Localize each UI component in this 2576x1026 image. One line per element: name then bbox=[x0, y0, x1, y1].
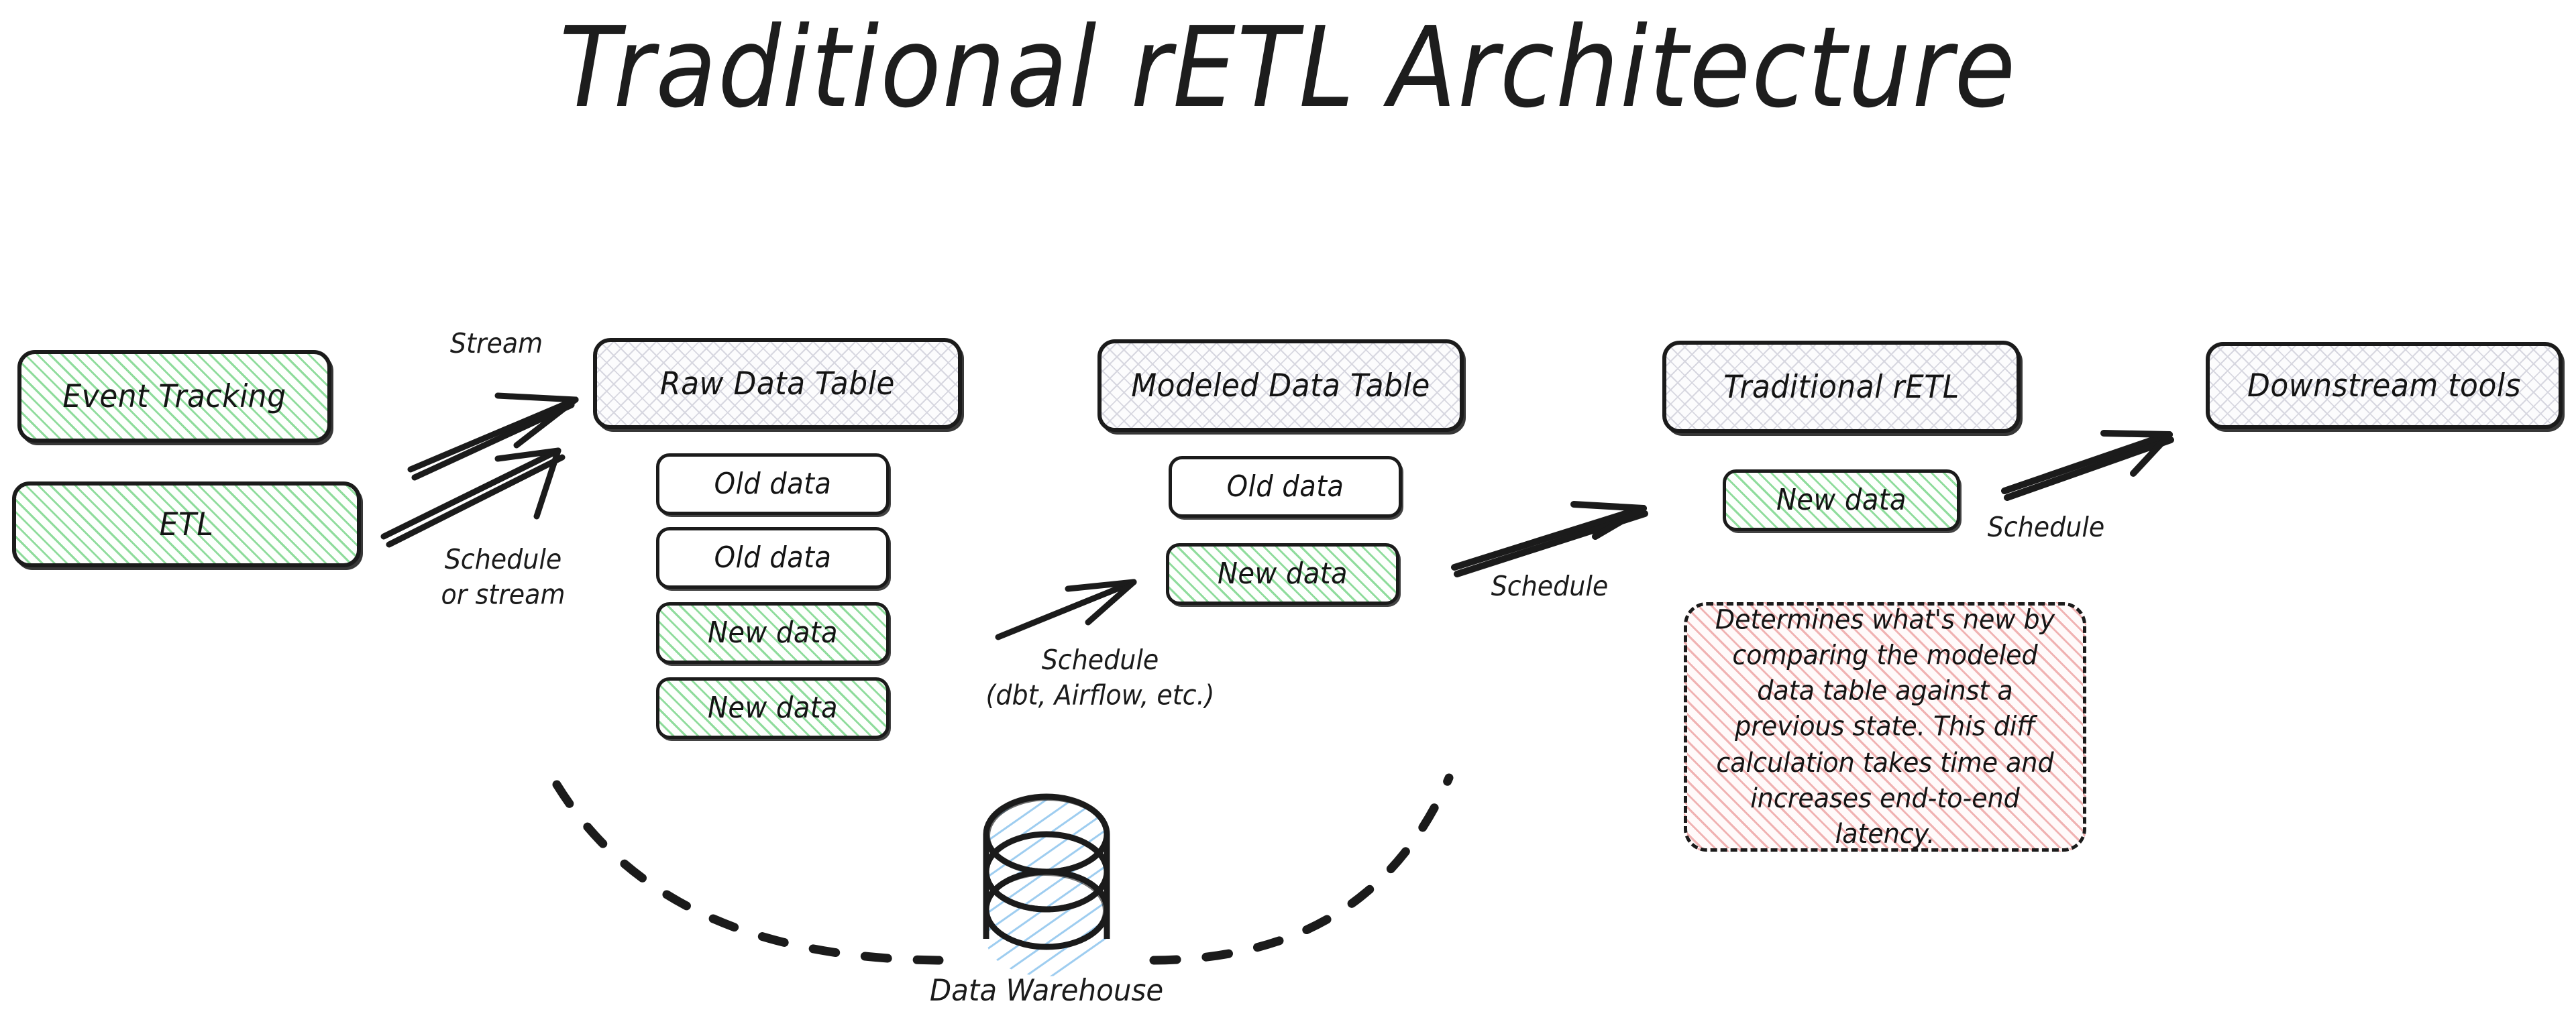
data-warehouse-cylinder bbox=[983, 793, 1110, 976]
chip-raw-row-3[interactable]: New data bbox=[656, 602, 890, 664]
chip-label: New data bbox=[1217, 557, 1348, 591]
node-label: ETL bbox=[159, 506, 214, 543]
chip-label: Old data bbox=[1226, 470, 1344, 504]
edge-label-schedule-or-stream: Schedule or stream bbox=[441, 543, 566, 610]
page-title: Traditional rETL Architecture bbox=[559, 3, 2017, 133]
chip-raw-row-1[interactable]: Old data bbox=[656, 453, 890, 515]
note-text: Determines what's new by comparing the m… bbox=[1715, 604, 2055, 850]
chip-modeled-row-2[interactable]: New data bbox=[1166, 543, 1399, 605]
edge-label-stream: Stream bbox=[449, 327, 543, 359]
edge-label-schedule-downstream: Schedule bbox=[1987, 511, 2105, 543]
note-retl-latency: Determines what's new by comparing the m… bbox=[1684, 602, 2086, 852]
chip-retl-row-1[interactable]: New data bbox=[1723, 469, 1960, 531]
node-modeled-data-table-header[interactable]: Modeled Data Table bbox=[1097, 339, 1464, 432]
arrow-schedule-dbt bbox=[995, 579, 1137, 640]
chip-label: New data bbox=[707, 691, 839, 725]
node-downstream-tools[interactable]: Downstream tools bbox=[2206, 342, 2563, 429]
node-label: Modeled Data Table bbox=[1131, 367, 1430, 404]
chip-modeled-row-1[interactable]: Old data bbox=[1169, 456, 1402, 518]
edge-label-schedule-dbt: Schedule (dbt, Airflow, etc.) bbox=[985, 644, 1215, 711]
chip-label: Old data bbox=[714, 541, 832, 575]
node-label: Downstream tools bbox=[2247, 367, 2522, 404]
chip-raw-row-4[interactable]: New data bbox=[656, 677, 890, 739]
dashed-link-raw-to-warehouse bbox=[552, 780, 944, 965]
data-warehouse-label: Data Warehouse bbox=[929, 972, 1164, 1008]
node-label: Raw Data Table bbox=[660, 365, 895, 402]
node-label: Event Tracking bbox=[62, 378, 286, 415]
node-label: Traditional rETL bbox=[1723, 368, 1960, 406]
node-raw-data-table-header[interactable]: Raw Data Table bbox=[593, 338, 962, 429]
arrow-schedule-retl bbox=[1451, 501, 1648, 577]
chip-label: Old data bbox=[714, 467, 832, 501]
chip-raw-row-2[interactable]: Old data bbox=[656, 527, 890, 589]
arrow-schedule-downstream bbox=[2001, 430, 2174, 501]
arrow-stream bbox=[407, 392, 579, 481]
node-traditional-retl-header[interactable]: Traditional rETL bbox=[1662, 341, 2021, 433]
edge-label-schedule-retl: Schedule bbox=[1491, 570, 1609, 602]
chip-label: New data bbox=[707, 616, 839, 650]
arrow-schedule-or-stream bbox=[380, 447, 566, 548]
chip-label: New data bbox=[1776, 483, 1907, 517]
dashed-link-warehouse-to-modeled bbox=[1149, 773, 1454, 965]
node-event-tracking[interactable]: Event Tracking bbox=[17, 350, 331, 443]
node-etl[interactable]: ETL bbox=[12, 481, 361, 567]
